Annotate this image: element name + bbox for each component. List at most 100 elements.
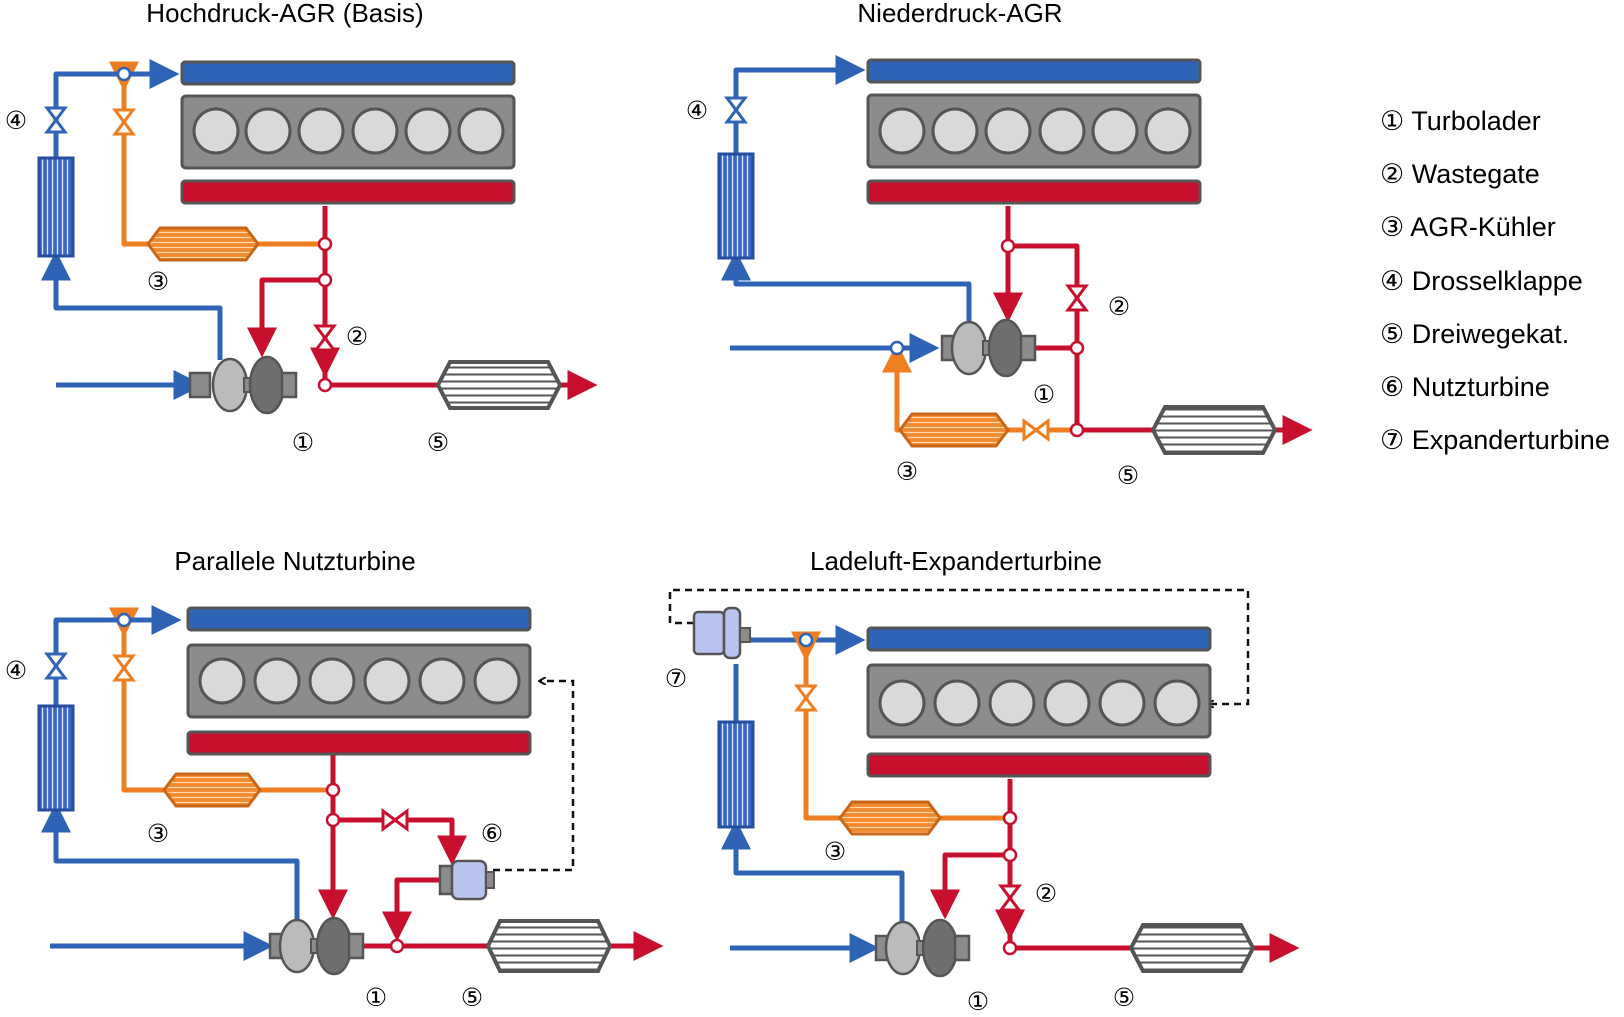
exhaust-manifold: [866, 179, 1202, 205]
junction: [116, 612, 132, 628]
label-egr-cooler: ③: [824, 838, 846, 866]
junction: [889, 340, 905, 356]
label-turbo: ①: [365, 984, 387, 1012]
throttle-valve: [44, 652, 68, 680]
label-turbo: ①: [292, 429, 314, 457]
label-turbo: ①: [967, 988, 989, 1016]
charge-air-cooler: [717, 720, 755, 829]
catalytic-converter: [485, 919, 613, 973]
catalytic-converter: [1150, 405, 1278, 455]
panel-hochdruck-agr: Hochdruck-AGR (Basis) ④ ③ ② ① ⑤: [5, 0, 598, 457]
charge-air-line: [721, 250, 972, 322]
label-wastegate: ②: [1035, 880, 1057, 908]
intake-manifold-line: [53, 605, 182, 706]
wastegate-valve: [998, 884, 1022, 912]
charge-air-cooler: [37, 704, 75, 812]
exhaust-manifold: [186, 730, 532, 756]
junction: [325, 812, 341, 828]
egr-valve: [1022, 418, 1050, 442]
intake-manifold-line: [53, 59, 180, 158]
egr-valve: [112, 654, 136, 682]
label-turbo: ①: [1033, 381, 1055, 409]
exhaust-manifold: [866, 752, 1212, 778]
expander-turbine: [692, 606, 751, 660]
panel-title: Ladeluft-Expanderturbine: [810, 546, 1102, 576]
charge-air-cooler: [37, 156, 75, 258]
cylinders: [878, 679, 1201, 727]
junction: [325, 782, 341, 798]
intake-manifold: [866, 58, 1202, 84]
junction: [389, 938, 405, 954]
junction: [317, 236, 333, 252]
charge-air-line: [41, 250, 223, 360]
exhaust-manifold: [180, 179, 516, 205]
junction: [1069, 422, 1085, 438]
egr-cooler: [162, 772, 262, 808]
legend-item: ④ Drosselklappe: [1380, 266, 1583, 296]
junction: [1069, 340, 1085, 356]
exhaust-line: [322, 206, 598, 400]
label-wastegate: ②: [346, 323, 368, 351]
cylinders: [878, 107, 1192, 155]
label-throttle: ④: [686, 97, 708, 125]
label-power-turbine: ⑥: [481, 820, 503, 848]
junction: [1002, 940, 1018, 956]
legend-item: ② Wastegate: [1380, 159, 1540, 189]
label-expander: ⑦: [665, 665, 687, 693]
wastegate-valve: [1065, 284, 1089, 312]
panel-parallele-nutzturbine: Parallele Nutzturbine ④ ③ ⑥ ① ⑤: [5, 546, 664, 1012]
egr-cooler: [838, 800, 942, 836]
turbine-feed-line: [930, 852, 1010, 920]
throttle-valve: [44, 106, 68, 134]
label-wastegate: ②: [1108, 293, 1130, 321]
cylinders: [192, 107, 505, 155]
label-cat: ⑤: [427, 429, 449, 457]
label-throttle: ④: [5, 657, 27, 685]
catalytic-converter: [435, 360, 563, 410]
junction: [798, 632, 814, 648]
intake-manifold-line: [733, 55, 866, 154]
turbocharger: [268, 916, 365, 976]
panel-niederdruck-agr: Niederdruck-AGR ④ ② ① ③ ⑤: [686, 0, 1313, 490]
junction: [1002, 847, 1018, 863]
panel-title: Parallele Nutzturbine: [174, 546, 415, 576]
charge-air-line: [41, 802, 300, 921]
turbocharger: [874, 918, 971, 978]
panel-title: Niederdruck-AGR: [857, 0, 1062, 28]
mechanical-coupling-line: [493, 681, 575, 872]
turbine-feed-line: [247, 277, 325, 358]
label-cat: ⑤: [1113, 984, 1135, 1012]
charge-air-cooler: [717, 152, 755, 260]
junction: [1000, 238, 1016, 254]
legend-item: ⑦ Expanderturbine: [1380, 425, 1610, 455]
throttle-valve: [724, 96, 748, 124]
wastegate-valve: [313, 324, 337, 352]
charge-air-line: [721, 819, 905, 922]
egr-valve: [794, 684, 818, 712]
panel-ladeluft-expanderturbine: Ladeluft-Expanderturbine ⑦ ③ ② ① ⑤: [665, 546, 1300, 1016]
junction: [317, 272, 333, 288]
panel-title: Hochdruck-AGR (Basis): [146, 0, 423, 28]
turbocharger: [940, 318, 1037, 378]
legend: ① Turbolader ② Wastegate ③ AGR-Kühler ④ …: [1380, 106, 1610, 455]
intake-manifold: [186, 606, 532, 632]
power-turbine: [438, 859, 495, 901]
egr-cooler: [898, 412, 1010, 448]
legend-item: ③ AGR-Kühler: [1380, 212, 1556, 242]
exhaust-line: [1007, 779, 1300, 963]
label-egr-cooler: ③: [147, 268, 169, 296]
label-egr-cooler: ③: [896, 458, 918, 486]
intake-manifold: [866, 626, 1212, 652]
egr-cooler: [146, 226, 260, 262]
label-cat: ⑤: [461, 984, 483, 1012]
junction: [1002, 810, 1018, 826]
junction: [317, 377, 333, 393]
label-egr-cooler: ③: [147, 820, 169, 848]
legend-item: ⑤ Dreiwegekat.: [1380, 319, 1569, 349]
power-turbine-out: [382, 877, 440, 942]
label-cat: ⑤: [1117, 462, 1139, 490]
turbocharger: [188, 355, 298, 415]
egr-valve: [112, 108, 136, 136]
label-throttle: ④: [5, 107, 27, 135]
